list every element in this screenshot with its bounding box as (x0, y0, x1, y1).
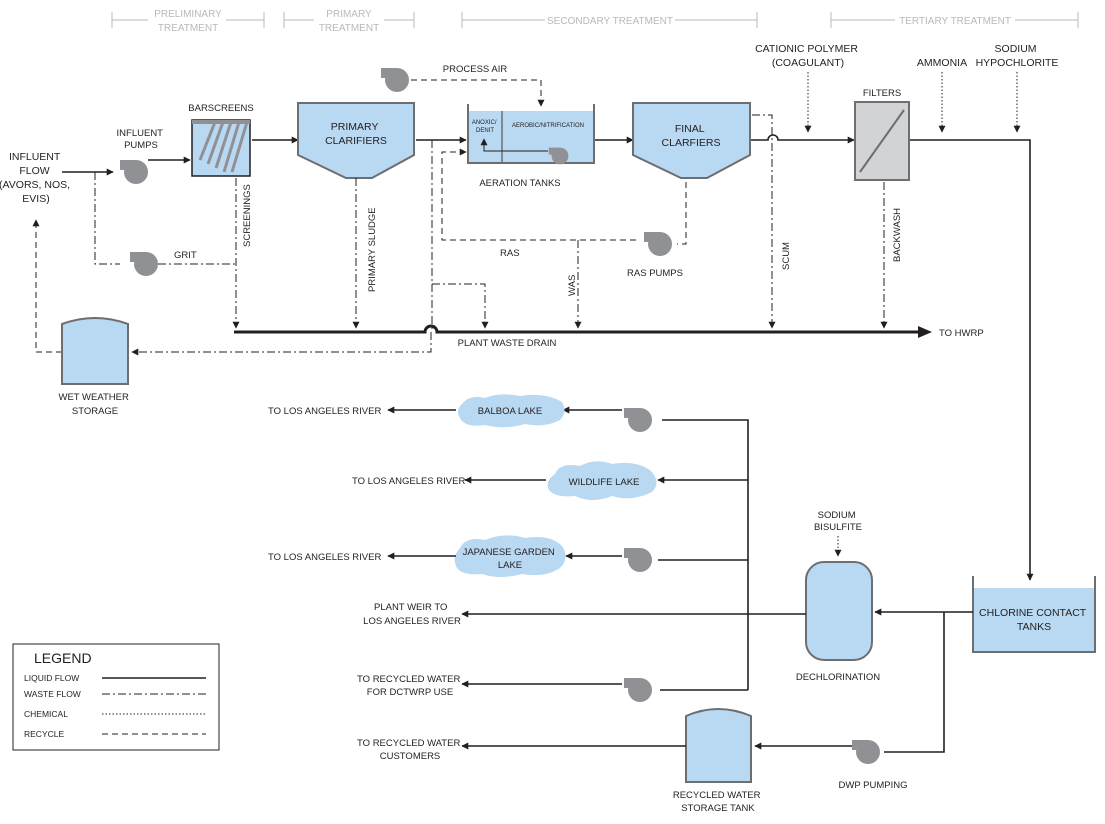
air-blower-icon (381, 68, 409, 92)
japanese-garden-lake-label: JAPANESE GARDEN LAKE (463, 547, 558, 571)
dctwrp-pump-icon (624, 678, 652, 702)
ras-pumps-label: RAS PUMPS (627, 268, 683, 279)
primary-clarifier-tank (297, 102, 415, 179)
to-la-river-1: TO LOS ANGELES RIVER (268, 406, 381, 417)
cationic-polymer-label: CATIONIC POLYMER (COAGULANT) (755, 43, 861, 69)
process-air-label: PROCESS AIR (443, 64, 508, 75)
sodium-bisulfite-label: SODIUM BISULFITE (814, 510, 862, 533)
to-hwrp-label: TO HWRP (939, 328, 984, 339)
dechlorination-tank (805, 561, 873, 661)
backwash-label: BACKWASH (892, 208, 903, 262)
final-clarifiers-label: FINAL CLARFIERS (662, 123, 721, 149)
grit-label: GRIT (174, 250, 197, 261)
chlorine-contact-tanks-label: CHLORINE CONTACT TANKS (979, 607, 1089, 633)
legend-recycle: RECYCLE (24, 729, 64, 739)
waste-streams (94, 114, 888, 330)
stage-secondary: SECONDARY TREATMENT (461, 12, 758, 28)
plant-weir-label: PLANT WEIR TO LOS ANGELES RIVER (363, 602, 461, 627)
main-liquid-flow (62, 134, 1034, 581)
recycled-water-storage-tank-label: RECYCLED WATER STORAGE TANK (673, 790, 763, 814)
svg-text:SECONDARY TREATMENT: SECONDARY TREATMENT (547, 16, 673, 27)
to-recycled-dctwrp-label: TO RECYCLED WATER FOR DCTWRP USE (357, 674, 463, 698)
was-label: WAS (567, 275, 578, 296)
barscreens-label: BARSCREENS (188, 103, 253, 114)
ammonia-label: AMMONIA (917, 57, 967, 69)
sodium-hypochlorite-label: SODIUM HYPOCHLORITE (976, 43, 1059, 69)
aerobic-zone-label: AEROBIC/NITRIFICATION (512, 123, 584, 129)
plant-waste-drain (234, 324, 932, 338)
influent-flow-label: INFLUENT FLOW (AVORS, NOS, EVIS) (0, 151, 73, 205)
influent-pumps-label: INFLUENT PUMPS (117, 128, 166, 151)
wet-weather-storage-label: WET WEATHER STORAGE (58, 392, 131, 417)
wildlife-lake-label: WILDLIFE LAKE (569, 477, 640, 488)
wildlife-lake-shape (547, 461, 657, 500)
balboa-lake-shape (457, 394, 565, 428)
plant-waste-drain-label: PLANT WASTE DRAIN (458, 338, 557, 349)
to-la-river-3: TO LOS ANGELES RIVER (268, 552, 381, 563)
svg-text:LEGEND: LEGEND (34, 650, 92, 666)
influent-pump-icon (120, 160, 148, 184)
scum-label: SCUM (781, 242, 792, 270)
filters-label: FILTERS (863, 88, 901, 99)
recycled-water-storage-tank (685, 708, 752, 783)
balboa-lake-label: BALBOA LAKE (478, 406, 542, 417)
to-recycled-customers-label: TO RECYCLED WATER CUSTOMERS (357, 738, 463, 762)
legend-liquid-flow: LIQUID FLOW (24, 673, 79, 683)
japanese-garden-lake-shape (454, 535, 566, 577)
screenings-label: SCREENINGS (242, 184, 253, 247)
ras-recycle-loop (441, 148, 687, 256)
barscreen-icon (191, 119, 251, 177)
legend-chemical: CHEMICAL (24, 709, 68, 719)
wet-weather-storage-tank (61, 317, 129, 385)
svg-text:TERTIARY TREATMENT: TERTIARY TREATMENT (899, 16, 1011, 27)
primary-clarifiers-label: PRIMARY CLARIFIERS (325, 121, 387, 147)
legend-waste-flow: WASTE FLOW (24, 689, 81, 699)
anoxic-zone-label: ANOXIC/ DENIT (472, 120, 498, 134)
primary-sludge-label: PRIMARY SLUDGE (367, 207, 378, 292)
aeration-tank (467, 104, 595, 165)
legend: LEGEND LIQUID FLOW WASTE FLOW CHEMICAL R… (12, 643, 220, 751)
dechlorination-label: DECHLORINATION (796, 672, 880, 683)
japanese-garden-pump-icon (624, 548, 652, 572)
stage-tertiary: TERTIARY TREATMENT (830, 12, 1079, 28)
final-clarifier-tank (632, 102, 751, 179)
aeration-tanks-label: AERATION TANKS (479, 178, 560, 189)
ras-pump-icon (644, 232, 672, 256)
chlorine-contact-tanks (972, 576, 1096, 653)
to-la-river-2: TO LOS ANGELES RIVER (352, 476, 465, 487)
balboa-pump-icon (624, 408, 652, 432)
ras-label: RAS (500, 248, 520, 259)
dwp-pumping-label: DWP PUMPING (839, 780, 908, 791)
filter-unit (854, 101, 910, 181)
dwp-pump-icon (852, 740, 880, 764)
